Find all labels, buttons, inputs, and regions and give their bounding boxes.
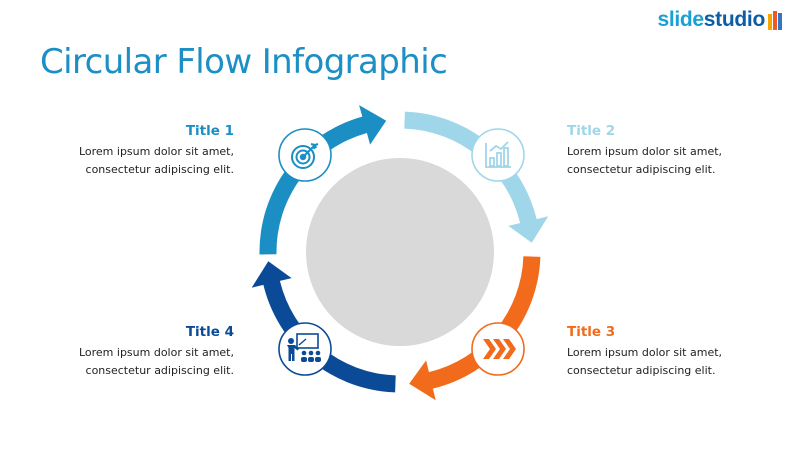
- step-2-badge: [471, 128, 525, 182]
- step-4-badge-circle: [278, 322, 332, 376]
- step-2-line-2: consectetur adipiscing elit.: [567, 163, 716, 176]
- step-3-title: Title 3: [567, 324, 616, 340]
- target-icon: [291, 143, 319, 169]
- step-2-badge-circle: [471, 128, 525, 182]
- step-1-line-1: Lorem ipsum dolor sit amet,: [78, 145, 234, 158]
- logo-mark-bar-2: [773, 11, 777, 30]
- step-1-line-2: consectetur adipiscing elit.: [85, 163, 234, 176]
- logo-text: slidestudio: [657, 8, 765, 32]
- flow-arc-1: [259, 105, 387, 255]
- step-3: Title 3 Lorem ipsum dolor sit amet, cons…: [567, 324, 767, 380]
- presentation-icon: [287, 333, 321, 362]
- step-4-line-2: consectetur adipiscing elit.: [85, 364, 234, 377]
- step-4: Title 4 Lorem ipsum dolor sit amet, cons…: [34, 324, 234, 380]
- step-2-title: Title 2: [567, 123, 616, 139]
- center-circle: [306, 158, 494, 346]
- step-3-badge-circle: [471, 322, 525, 376]
- logo-mark-bar-3: [778, 13, 782, 30]
- logo-text-slide: slide: [657, 8, 704, 31]
- logo-mark-icon: [768, 11, 782, 30]
- brand-logo: slidestudio: [657, 8, 782, 32]
- step-1-title: Title 1: [185, 123, 234, 139]
- bar-chart-icon: [485, 141, 511, 168]
- logo-mark-bar-1: [768, 14, 772, 30]
- step-2-description: Lorem ipsum dolor sit amet, consectetur …: [567, 143, 767, 179]
- step-4-line-1: Lorem ipsum dolor sit amet,: [78, 346, 234, 359]
- step-1-description: Lorem ipsum dolor sit amet, consectetur …: [34, 143, 234, 179]
- step-2-line-1: Lorem ipsum dolor sit amet,: [567, 145, 723, 158]
- fast-forward-icon: [483, 339, 516, 359]
- step-4-title: Title 4: [185, 324, 234, 340]
- step-4-description: Lorem ipsum dolor sit amet, consectetur …: [34, 344, 234, 380]
- step-3-badge: [471, 322, 525, 376]
- step-2: Title 2 Lorem ipsum dolor sit amet, cons…: [567, 123, 767, 179]
- step-4-badge: [278, 322, 332, 376]
- step-3-line-1: Lorem ipsum dolor sit amet,: [567, 346, 723, 359]
- step-1-badge: [278, 128, 332, 182]
- step-3-description: Lorem ipsum dolor sit amet, consectetur …: [567, 344, 767, 380]
- flow-arc-2: [404, 111, 549, 243]
- step-1: Title 1 Lorem ipsum dolor sit amet, cons…: [34, 123, 234, 179]
- logo-text-studio: studio: [703, 8, 766, 31]
- step-3-line-2: consectetur adipiscing elit.: [567, 364, 716, 377]
- page-title: Circular Flow Infographic: [40, 42, 448, 82]
